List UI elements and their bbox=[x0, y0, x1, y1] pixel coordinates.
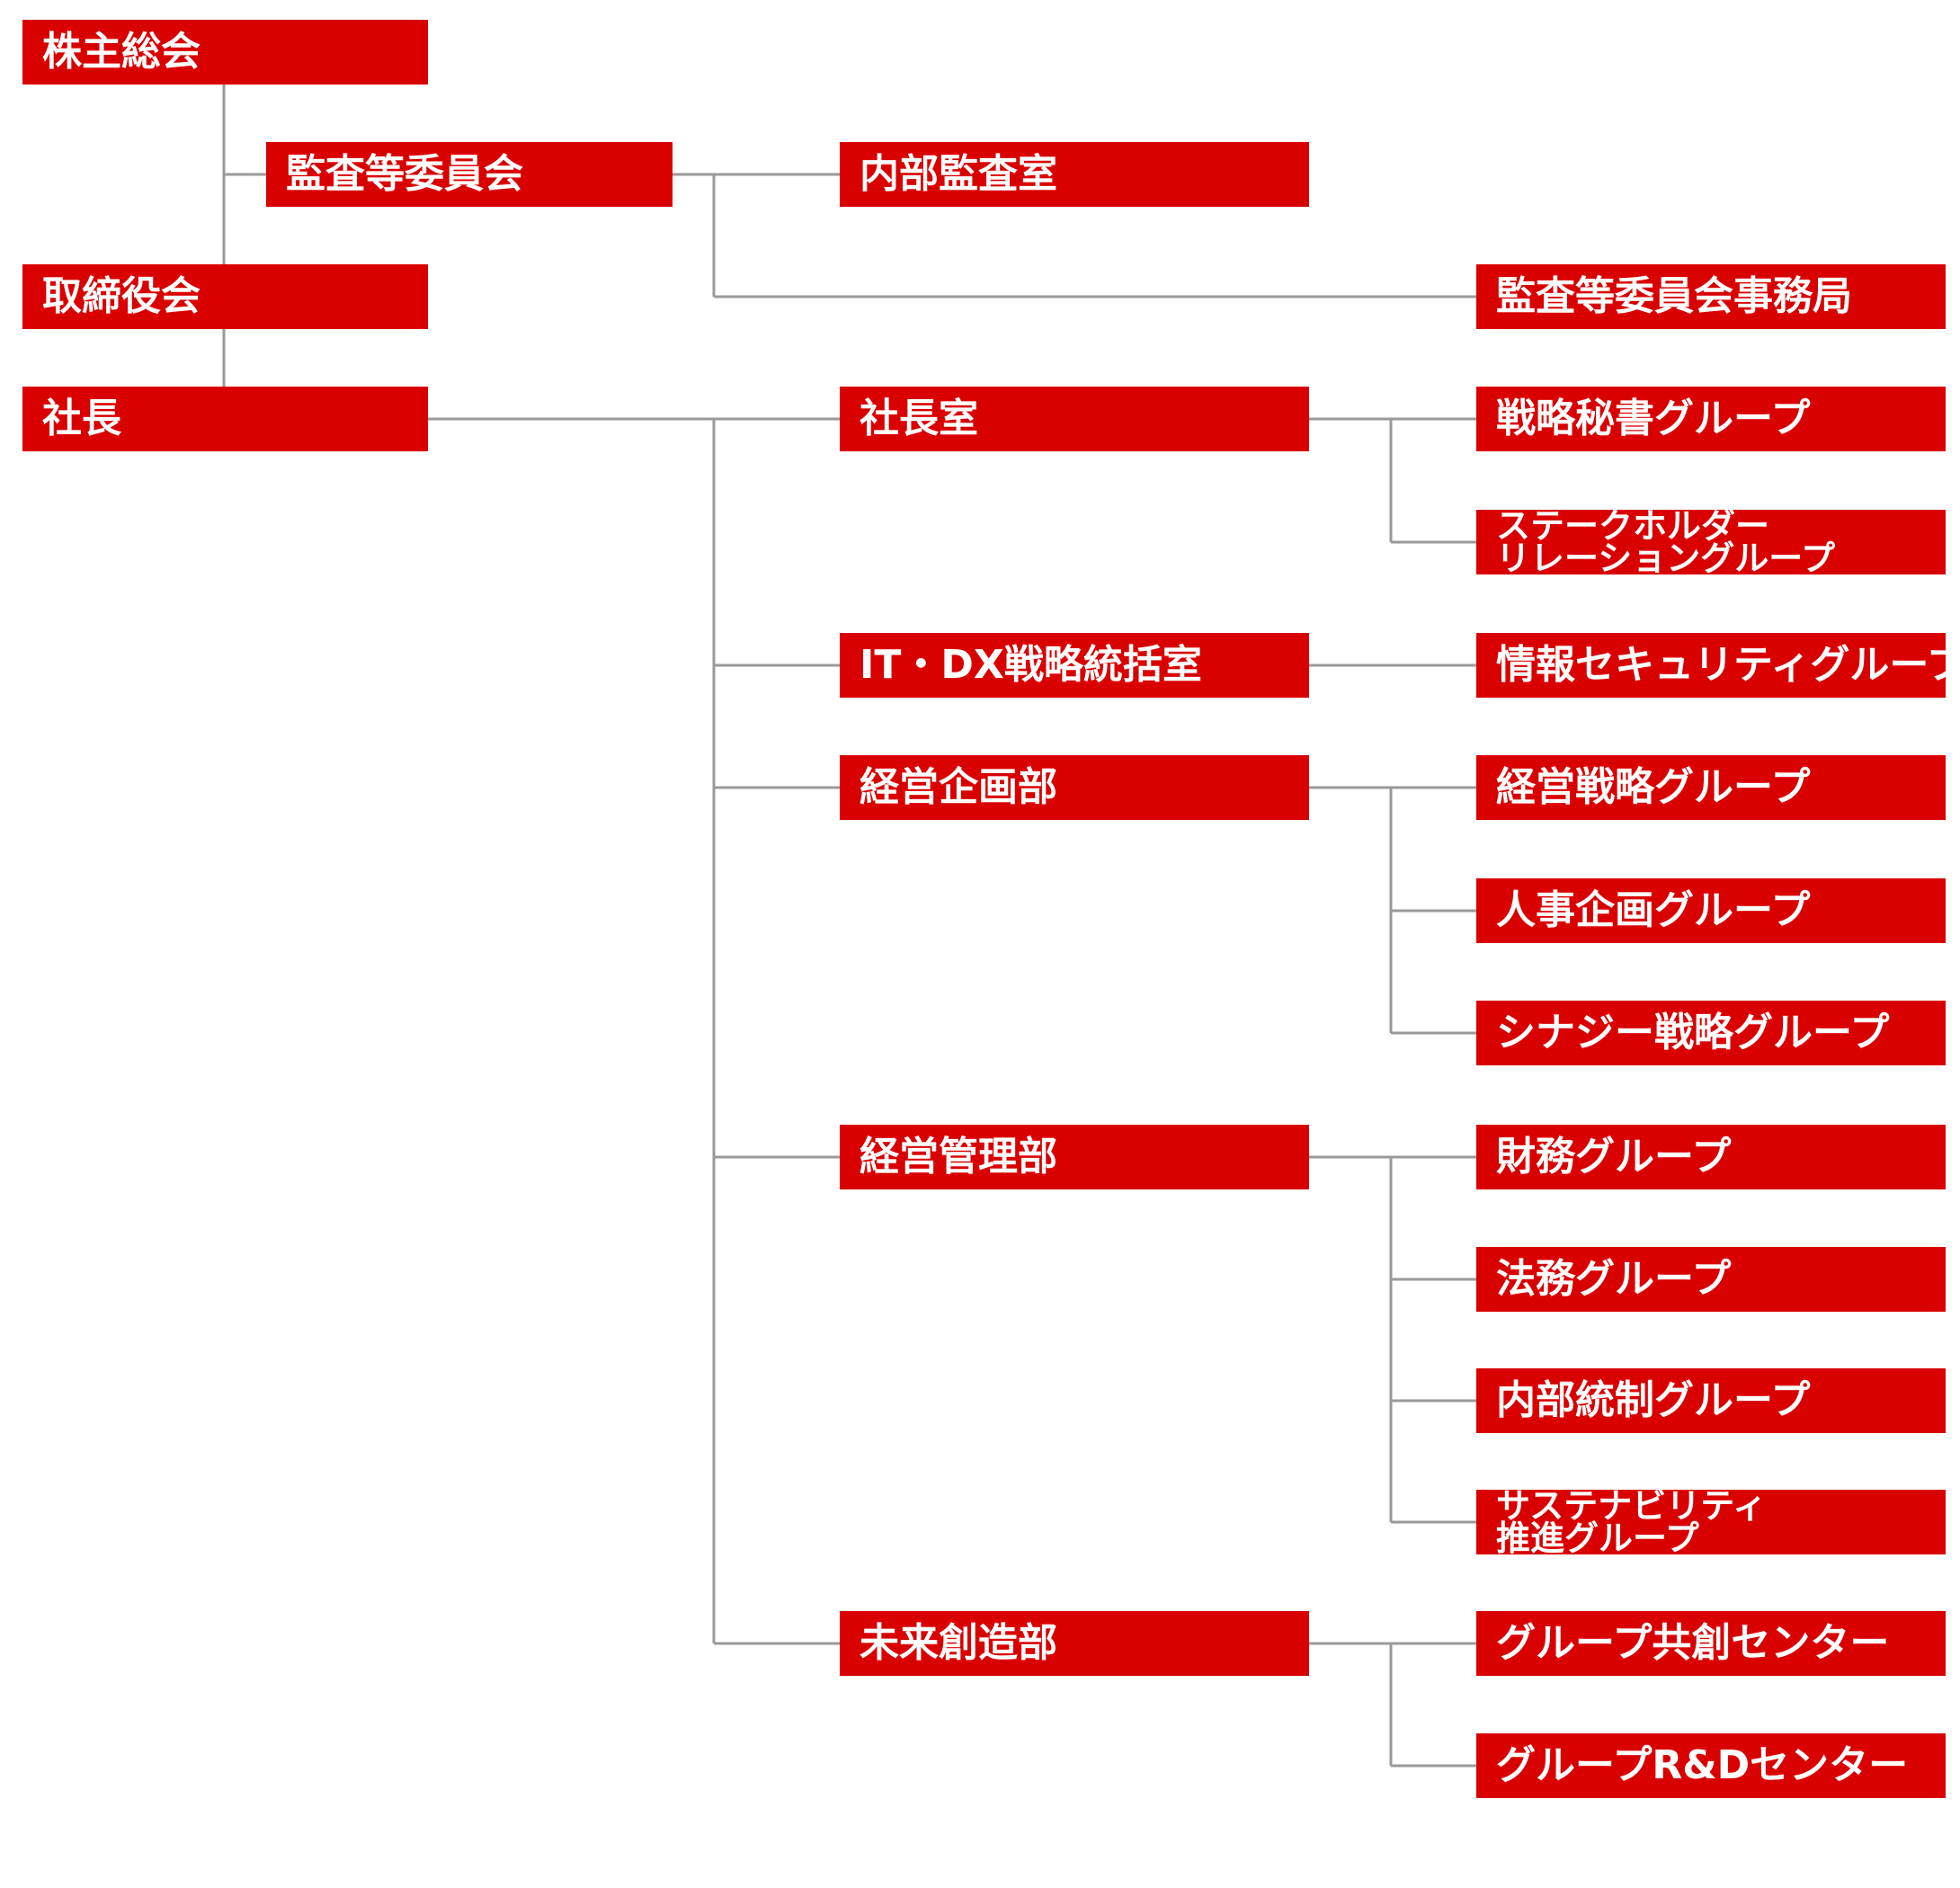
internal-audit-office-box: 内部監査室 bbox=[840, 142, 1309, 207]
strategy-secretary-group-box: 戦略秘書グループ bbox=[1476, 387, 1946, 451]
board-of-directors-box: 取締役会 bbox=[22, 264, 428, 329]
corporate-planning-box: 経営企画部 bbox=[840, 755, 1309, 820]
synergy-strategy-group-box: シナジー戦略グループ bbox=[1476, 1001, 1946, 1065]
group-label-line1: サステナビリティ bbox=[1496, 1490, 1767, 1526]
future-creation-box: 未来創造部 bbox=[840, 1611, 1309, 1676]
group-label-line1: ステークホルダー bbox=[1496, 510, 1770, 546]
finance-group-box: 財務グループ bbox=[1476, 1125, 1946, 1189]
audit-committee-office-box: 監査等委員会事務局 bbox=[1476, 264, 1946, 329]
audit-committee-box: 監査等委員会 bbox=[266, 142, 673, 207]
sustainability-group-box: サステナビリティ 推進グループ bbox=[1476, 1490, 1946, 1554]
internal-control-group-box: 内部統制グループ bbox=[1476, 1368, 1946, 1433]
hr-planning-group-box: 人事企画グループ bbox=[1476, 878, 1946, 943]
stakeholder-relations-group-box: ステークホルダー リレーショングループ bbox=[1476, 510, 1946, 574]
shareholders-meeting-box: 株主総会 bbox=[22, 20, 428, 85]
corporate-management-box: 経営管理部 bbox=[840, 1125, 1309, 1189]
legal-group-box: 法務グループ bbox=[1476, 1247, 1946, 1312]
president-box: 社長 bbox=[22, 387, 428, 451]
management-strategy-group-box: 経営戦略グループ bbox=[1476, 755, 1946, 820]
it-dx-office-box: IT・DX戦略統括室 bbox=[840, 633, 1309, 698]
group-label-line2: リレーショングループ bbox=[1496, 539, 1835, 574]
group-co-creation-center-box: グループ共創センター bbox=[1476, 1611, 1946, 1676]
presidents-office-box: 社長室 bbox=[840, 387, 1309, 451]
group-rd-center-box: グループR&Dセンター bbox=[1476, 1733, 1946, 1798]
information-security-group-box: 情報セキュリティグループ bbox=[1476, 633, 1946, 698]
group-label-line2: 推進グループ bbox=[1496, 1518, 1699, 1554]
